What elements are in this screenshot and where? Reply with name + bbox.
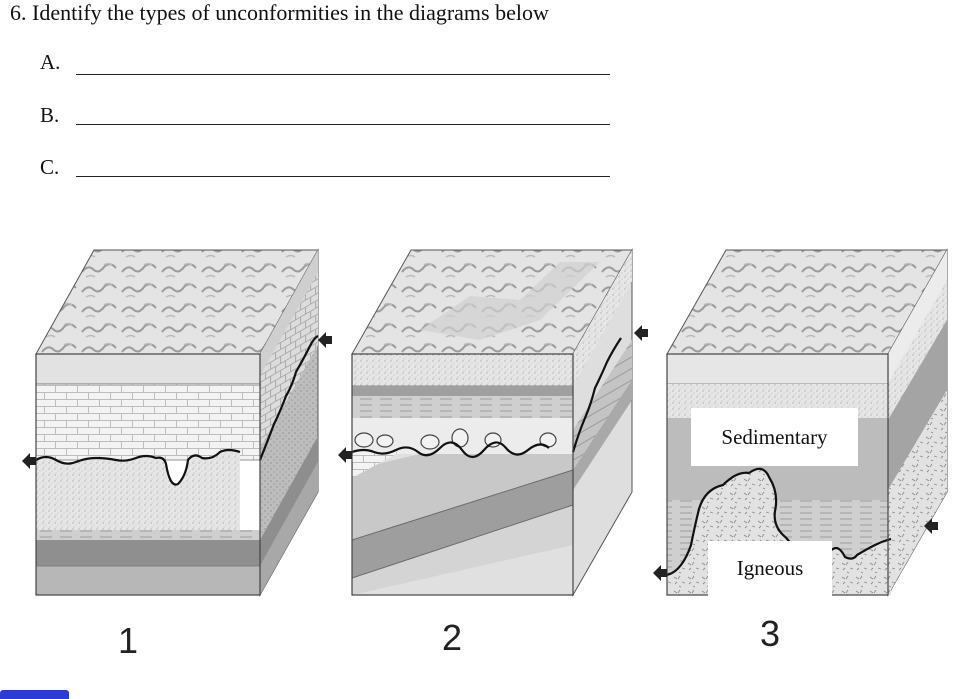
answer-label-c: C. (40, 155, 60, 179)
diagram-2-block (338, 248, 648, 597)
diagram-1-block (22, 248, 332, 597)
diagram-2-arrow-left-icon (338, 447, 352, 463)
diagram-2-unconformity-line (351, 441, 550, 459)
answer-line-b[interactable] (76, 124, 610, 125)
diagram-3-arrow-left-icon (653, 565, 667, 581)
answer-label-a: A. (40, 50, 61, 74)
diagram-1-arrow-right-icon (318, 332, 332, 348)
diagram-1-arrow-left-icon (22, 453, 36, 469)
igneous-label: Igneous (708, 541, 832, 596)
diagram-2-cobbles (354, 428, 557, 450)
answer-label-b: B. (40, 103, 60, 127)
figure-number-3: 3 (760, 613, 781, 654)
sedimentary-label: Sedimentary (691, 408, 858, 466)
question-text: 6. Identify the types of unconformities … (10, 0, 549, 25)
diagram-3-arrow-right-icon (924, 518, 938, 534)
figure-number-2: 2 (442, 617, 463, 658)
diagram-2-arrow-right-icon (634, 325, 648, 341)
diagram-3-unconformity-line (666, 467, 892, 577)
figure-number-1: 1 (118, 620, 139, 661)
bottom-tab[interactable] (0, 690, 69, 699)
answer-line-c[interactable] (76, 176, 610, 177)
diagram-1-unconformity-line (35, 448, 241, 486)
answer-line-a[interactable] (76, 74, 610, 75)
diagram-3-block (653, 248, 948, 597)
